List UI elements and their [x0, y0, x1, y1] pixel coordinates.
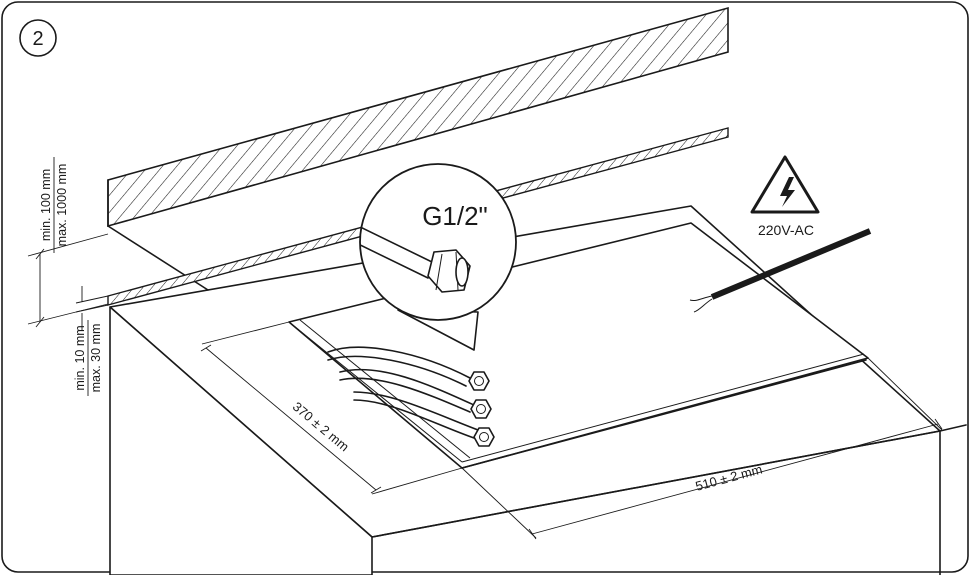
hex-nut-icon [468, 371, 490, 391]
strip-gap-min-label: min. 10 mm [73, 325, 87, 390]
strip-gap-dimension: min. 10 mm max. 30 mm [73, 286, 109, 396]
power-cable [689, 228, 872, 313]
fitting-magnifier: G1/2" [359, 163, 517, 351]
wall-gap-min-label: min. 100 mm [39, 169, 53, 241]
high-voltage-warning-icon [750, 155, 820, 214]
step-number: 2 [32, 28, 43, 50]
water-hoses [327, 346, 495, 447]
voltage-warning: 220V-AC [750, 155, 820, 238]
voltage-label: 220V-AC [758, 222, 814, 238]
hex-nut-icon [470, 399, 492, 419]
wall-gap-dimension: min. 100 mm max. 1000 mm [27, 157, 109, 328]
strip-gap-max-label: max. 30 mm [89, 324, 103, 393]
cutout [288, 222, 869, 469]
thread-label: G1/2" [422, 201, 488, 231]
hex-nut-fitting-icon [427, 249, 471, 293]
hex-nut-icon [473, 427, 495, 447]
wall-gap-max-label: max. 1000 mm [55, 164, 69, 247]
step-badge: 2 [19, 19, 57, 57]
